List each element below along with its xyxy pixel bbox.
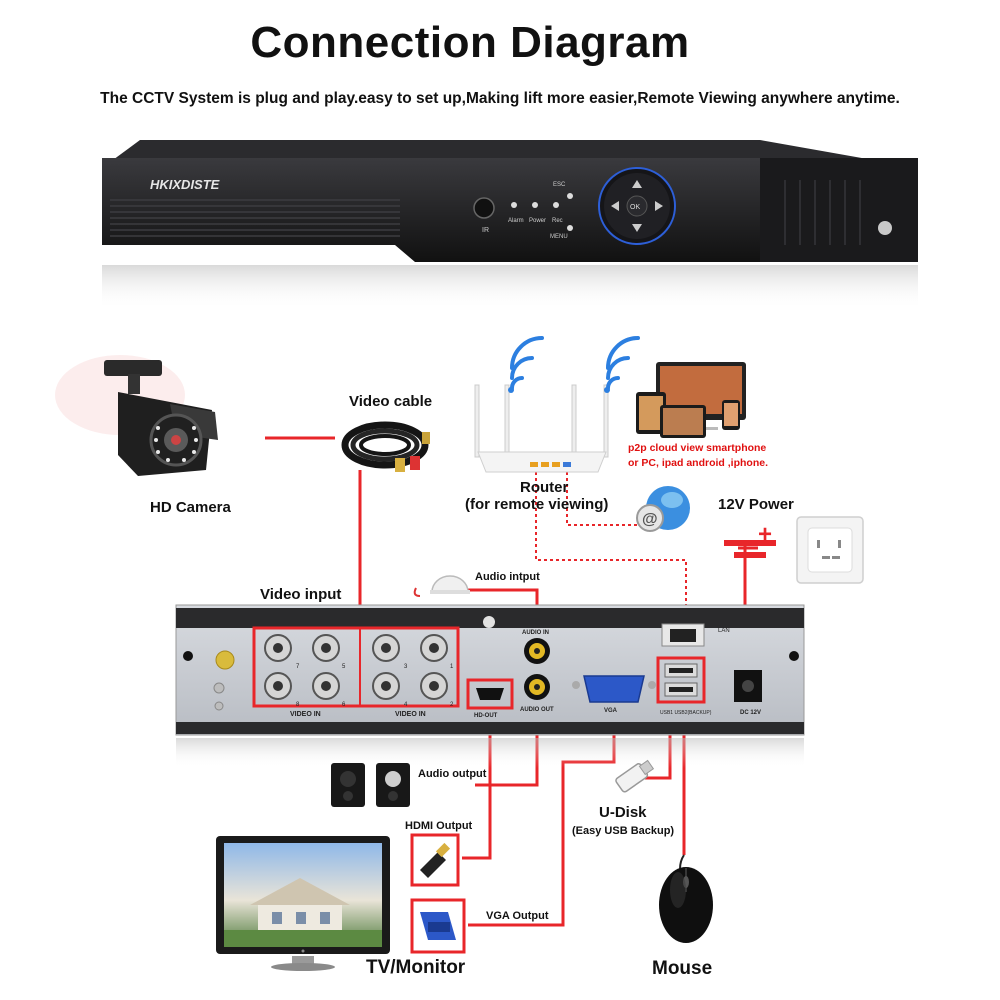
bnc-number-5: 5 (342, 664, 346, 670)
bnc-number-2: 2 (450, 702, 454, 708)
power-symbol: + (724, 521, 776, 558)
audio-in-label: AUDIO IN (522, 630, 549, 636)
vga-port-label: VGA (604, 708, 618, 714)
ok-button-label: OK (630, 204, 640, 211)
audio-output-label: Audio output (418, 768, 487, 780)
mouse-label: Mouse (652, 958, 713, 979)
tv-monitor-label: TV/Monitor (366, 957, 466, 978)
power-plus-sign: + (758, 521, 772, 548)
dc-power-port[interactable] (734, 670, 762, 702)
globe-icon: @ (636, 486, 690, 532)
hd-camera-label: HD Camera (150, 499, 231, 516)
video-cable-label: Video cable (349, 393, 433, 410)
hdmi-port-label: HD-OUT (474, 713, 498, 719)
video-in-label-right: VIDEO IN (395, 711, 426, 718)
p2p-note-line1: p2p cloud view smartphone (628, 442, 767, 454)
router-sublabel: (for remote viewing) (465, 496, 609, 513)
bnc-number-1: 1 (450, 664, 454, 670)
ir-window (473, 197, 495, 219)
monitor-icon (216, 836, 390, 971)
dvr-front-view: HKIXDISTE IR Alarm Power Rec ESC MENU OK (102, 140, 918, 310)
router-icon (474, 384, 609, 473)
bnc-number-3: 3 (404, 664, 408, 670)
dvr-rear-panel: 7 5 3 1 8 6 4 2 VIDEO IN VIDEO IN HD-OUT… (175, 604, 805, 768)
audio-in-port[interactable] (524, 638, 550, 664)
speaker-icon (331, 763, 410, 807)
audio-input-label: Audio intput (475, 571, 540, 583)
u-disk-sublabel: (Easy USB Backup) (572, 825, 675, 837)
page-subtitle: The CCTV System is plug and play.easy to… (100, 90, 900, 107)
bnc-connectors[interactable] (264, 634, 448, 700)
esc-button[interactable] (567, 193, 573, 199)
video-input-label: Video input (260, 586, 342, 603)
network-dotted-lines (535, 472, 687, 628)
audio-out-port[interactable] (524, 674, 550, 700)
p2p-note-line2: or PC, ipad android ,iphone. (628, 457, 769, 469)
hdmi-plug-icon (410, 833, 460, 887)
bnc-number-4: 4 (404, 702, 408, 708)
lan-port-label: LAN (718, 628, 730, 634)
cable-coil-icon (341, 421, 430, 472)
vga-output-label: VGA Output (486, 910, 549, 922)
usb-ports-label: USB1 USB2(BACKUP) (660, 710, 712, 716)
microphone-icon (413, 575, 470, 597)
power-socket-icon (796, 516, 864, 584)
page-title: Connection Diagram (250, 18, 690, 67)
hdmi-output-label: HDMI Output (405, 820, 473, 832)
audio-out-label: AUDIO OUT (520, 707, 554, 713)
bnc-number-8: 8 (296, 702, 300, 708)
vga-port[interactable] (572, 675, 656, 703)
svg-text:MENU: MENU (550, 234, 568, 240)
wifi-icon (510, 336, 640, 390)
bnc-number-6: 6 (342, 702, 346, 708)
vga-plug-icon (410, 898, 466, 954)
camera-icon (55, 355, 218, 476)
mouse-icon (659, 854, 713, 943)
svg-text:IR: IR (482, 227, 489, 234)
led-alarm-label: Alarm (508, 218, 524, 224)
dvr-brand: HKIXDISTE (150, 177, 220, 192)
menu-button[interactable] (567, 225, 573, 231)
power-12v-label: 12V Power (718, 496, 794, 513)
u-disk-label: U-Disk (599, 804, 647, 821)
usb-ports[interactable] (664, 663, 698, 697)
usb-drive-icon (615, 759, 655, 793)
dpad-control[interactable]: OK (598, 167, 676, 245)
hdmi-port[interactable] (476, 688, 504, 700)
lan-port[interactable] (661, 623, 705, 647)
router-label: Router (520, 479, 569, 496)
devices-icon (636, 362, 746, 438)
dvr-reflection (102, 265, 918, 310)
bnc-number-7: 7 (296, 664, 300, 670)
svg-text:@: @ (642, 511, 658, 528)
video-input-highlight (252, 626, 460, 708)
dc-port-label: DC 12V (740, 710, 761, 716)
led-rec-label: Rec (552, 218, 563, 224)
svg-text:ESC: ESC (553, 182, 566, 188)
video-in-label-left: VIDEO IN (290, 711, 321, 718)
led-power-label: Power (529, 218, 546, 224)
